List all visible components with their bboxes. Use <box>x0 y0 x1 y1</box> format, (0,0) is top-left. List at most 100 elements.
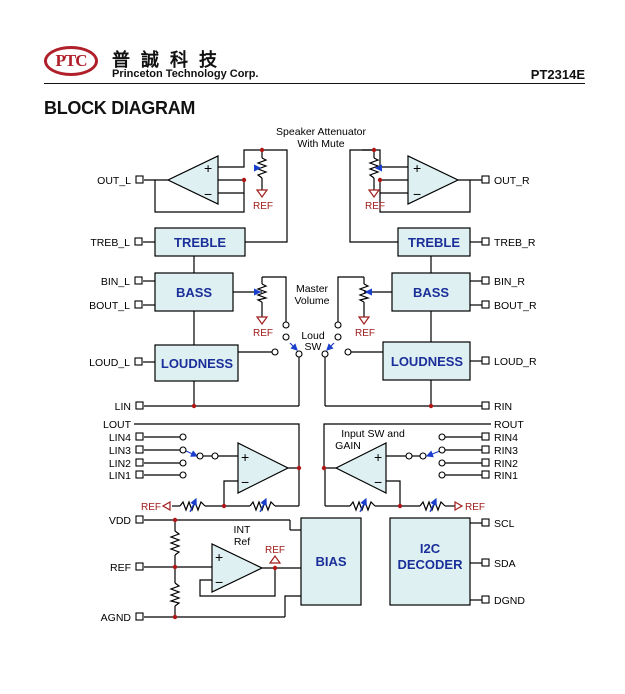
pin-sda: SDA <box>494 558 516 570</box>
minus-sign: − <box>215 574 223 590</box>
pin-rin3: RIN3 <box>494 445 518 457</box>
plus-sign: + <box>241 449 249 465</box>
loudness-left-block <box>154 344 239 382</box>
ref-sub-label: Ref <box>234 536 250 548</box>
page-header: PTC 普誠科技 Princeton Technology Corp. PT23… <box>0 0 625 90</box>
section-title: BLOCK DIAGRAM <box>44 98 196 118</box>
pin-bin-l: BIN_L <box>101 276 130 288</box>
part-number: PT2314E <box>530 67 585 82</box>
pin-squares <box>134 175 490 621</box>
gain-label: GAIN <box>335 440 361 452</box>
bass-left-label: BASS <box>176 285 212 300</box>
ref-label: REF <box>355 328 375 339</box>
ptc-logo: PTC <box>44 46 98 76</box>
pin-loud-r: LOUD_R <box>494 356 537 368</box>
pin-rin4: RIN4 <box>494 432 518 444</box>
ref-label: REF <box>265 545 285 556</box>
volume-label: Volume <box>294 295 329 307</box>
plus-sign: + <box>374 449 382 465</box>
gain-resistor-right-1 <box>349 500 376 512</box>
pin-treb-l: TREB_L <box>90 237 130 249</box>
pin-out-r: OUT_R <box>494 175 530 187</box>
output-amp-right <box>407 155 460 205</box>
output-amp-left <box>166 155 219 205</box>
input-gain-amp-right <box>334 442 387 494</box>
minus-sign: − <box>374 474 382 490</box>
int-label: INT <box>234 524 252 536</box>
speaker-attenuator-label: Speaker Attenuator <box>276 126 366 138</box>
wiper-arrows <box>185 164 441 513</box>
pin-rin1: RIN1 <box>494 470 518 482</box>
master-volume-right <box>358 283 371 303</box>
pin-lin1: LIN1 <box>109 470 131 482</box>
loudness-left-label: LOUDNESS <box>161 356 234 371</box>
ref-label: REF <box>253 328 273 339</box>
loudness-right-block <box>382 341 471 381</box>
treble-left-block <box>154 227 246 257</box>
pin-bout-l: BOUT_L <box>89 300 130 312</box>
loud-label: Loud <box>301 330 325 342</box>
ref-label: REF <box>365 201 385 212</box>
input-sw-label: Input SW and <box>341 428 405 440</box>
pin-vdd: VDD <box>109 515 132 527</box>
ref-label: REF <box>253 201 273 212</box>
company-name-english: Princeton Technology Corp. <box>112 68 259 80</box>
bass-right-label: BASS <box>413 285 449 300</box>
gain-resistor-right-2 <box>419 500 446 512</box>
treble-right-label: TREBLE <box>408 235 460 250</box>
master-label: Master <box>296 283 329 295</box>
bass-right-block <box>391 272 471 312</box>
i2c-label: I2C <box>420 541 441 556</box>
company-name-chinese: 普誠科技 <box>112 50 228 71</box>
function-blocks <box>154 227 471 606</box>
speaker-attenuator-right <box>368 157 380 179</box>
int-ref-amp <box>211 543 264 593</box>
pin-rout: ROUT <box>494 419 524 431</box>
plus-sign: + <box>204 160 212 176</box>
pin-lin2: LIN2 <box>109 458 131 470</box>
speaker-attenuator-left <box>256 157 268 179</box>
pin-treb-r: TREB_R <box>494 237 536 249</box>
op-amps <box>166 155 460 593</box>
input-gain-amp-left <box>237 442 290 494</box>
loudness-right-label: LOUDNESS <box>391 354 464 369</box>
pin-agnd: AGND <box>101 612 132 624</box>
bias-block <box>300 517 362 606</box>
pin-bout-r: BOUT_R <box>494 300 537 312</box>
minus-sign: − <box>241 474 249 490</box>
decoder-label: DECODER <box>397 557 463 572</box>
treble-right-block <box>397 227 471 257</box>
junction-dots <box>172 147 434 620</box>
with-mute-label: With Mute <box>297 138 344 150</box>
resistors <box>168 157 446 607</box>
minus-sign: − <box>204 186 212 202</box>
pin-bin-r: BIN_R <box>494 276 525 288</box>
pin-rin2: RIN2 <box>494 458 518 470</box>
pin-lin3: LIN3 <box>109 445 131 457</box>
pin-scl: SCL <box>494 518 515 530</box>
gain-resistor-left-2 <box>249 500 276 512</box>
pin-lin4: LIN4 <box>109 432 131 444</box>
header-divider <box>44 83 585 84</box>
pin-ref: REF <box>110 562 131 574</box>
switch-contacts <box>179 321 446 479</box>
gain-resistor-left-1 <box>179 500 206 512</box>
pin-loud-l: LOUD_L <box>89 357 130 369</box>
pin-lout: LOUT <box>103 419 132 431</box>
pin-dgnd: DGND <box>494 595 525 607</box>
treble-left-label: TREBLE <box>174 235 226 250</box>
master-volume-left <box>256 283 269 303</box>
minus-sign: − <box>413 186 421 202</box>
bias-divider-lower <box>168 582 181 607</box>
ref-label: REF <box>141 502 161 513</box>
plus-sign: + <box>413 160 421 176</box>
pin-lin: LIN <box>115 401 131 413</box>
bass-left-block <box>154 272 234 312</box>
plus-sign: + <box>215 549 223 565</box>
i2c-decoder-block <box>389 517 471 606</box>
ref-label: REF <box>465 502 485 513</box>
bias-label: BIAS <box>315 554 346 569</box>
pin-rin: RIN <box>494 401 512 413</box>
pin-out-l: OUT_L <box>97 175 131 187</box>
